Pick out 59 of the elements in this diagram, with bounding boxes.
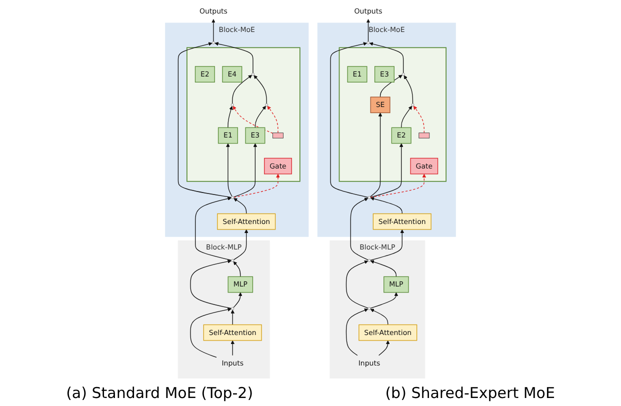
arrow	[370, 260, 397, 277]
arrow	[214, 42, 254, 74]
node-circle	[402, 72, 405, 76]
arrow	[370, 143, 404, 198]
node-bar	[418, 132, 430, 138]
arrow	[233, 143, 258, 198]
arrow	[370, 229, 404, 260]
arrow	[380, 74, 402, 98]
node-circle	[230, 103, 234, 106]
arrow	[228, 106, 233, 128]
arrow	[232, 74, 252, 104]
arrow	[233, 229, 248, 260]
node-circle	[231, 307, 234, 310]
node-circle	[265, 103, 268, 106]
arrow	[404, 75, 414, 104]
arrow	[233, 292, 242, 308]
arrow	[330, 42, 368, 198]
node-circle	[368, 258, 371, 262]
arrow	[234, 198, 247, 214]
arrow	[254, 75, 267, 104]
arrow	[370, 308, 388, 326]
arrow	[190, 260, 232, 309]
node-circle	[251, 72, 254, 76]
panel-caption: (a) Standard MoE (Top-2)	[66, 384, 254, 402]
arrow	[234, 174, 280, 198]
arrow	[212, 19, 216, 42]
arrow	[346, 260, 368, 308]
node-circle	[231, 196, 234, 200]
arrow	[370, 174, 426, 198]
arrow	[178, 42, 232, 198]
cluster	[338, 47, 446, 182]
node-circle	[366, 41, 370, 44]
arrow	[254, 106, 266, 128]
arrow	[401, 106, 412, 128]
arrow	[413, 106, 424, 134]
node-bar	[272, 132, 284, 138]
arrow	[366, 19, 370, 42]
arrow	[370, 112, 382, 198]
arrow	[378, 340, 390, 356]
node-circle	[212, 41, 215, 44]
node-circle	[231, 258, 234, 262]
arrow	[232, 106, 274, 134]
cluster	[186, 47, 300, 182]
arrow	[233, 261, 241, 277]
arrow	[190, 308, 232, 358]
node-circle	[368, 307, 371, 310]
arrow	[369, 42, 404, 74]
arrow	[370, 196, 402, 214]
arrow	[350, 198, 368, 260]
arrow	[370, 292, 398, 308]
arrow	[230, 310, 235, 326]
node-circle	[411, 103, 414, 106]
arrow	[267, 106, 278, 134]
arrow	[346, 308, 368, 356]
node-circle	[368, 196, 371, 200]
arrow	[226, 143, 232, 197]
arrow	[195, 196, 232, 261]
arrow	[230, 340, 235, 356]
panel-caption: (b) Shared-Expert MoE	[385, 384, 555, 402]
